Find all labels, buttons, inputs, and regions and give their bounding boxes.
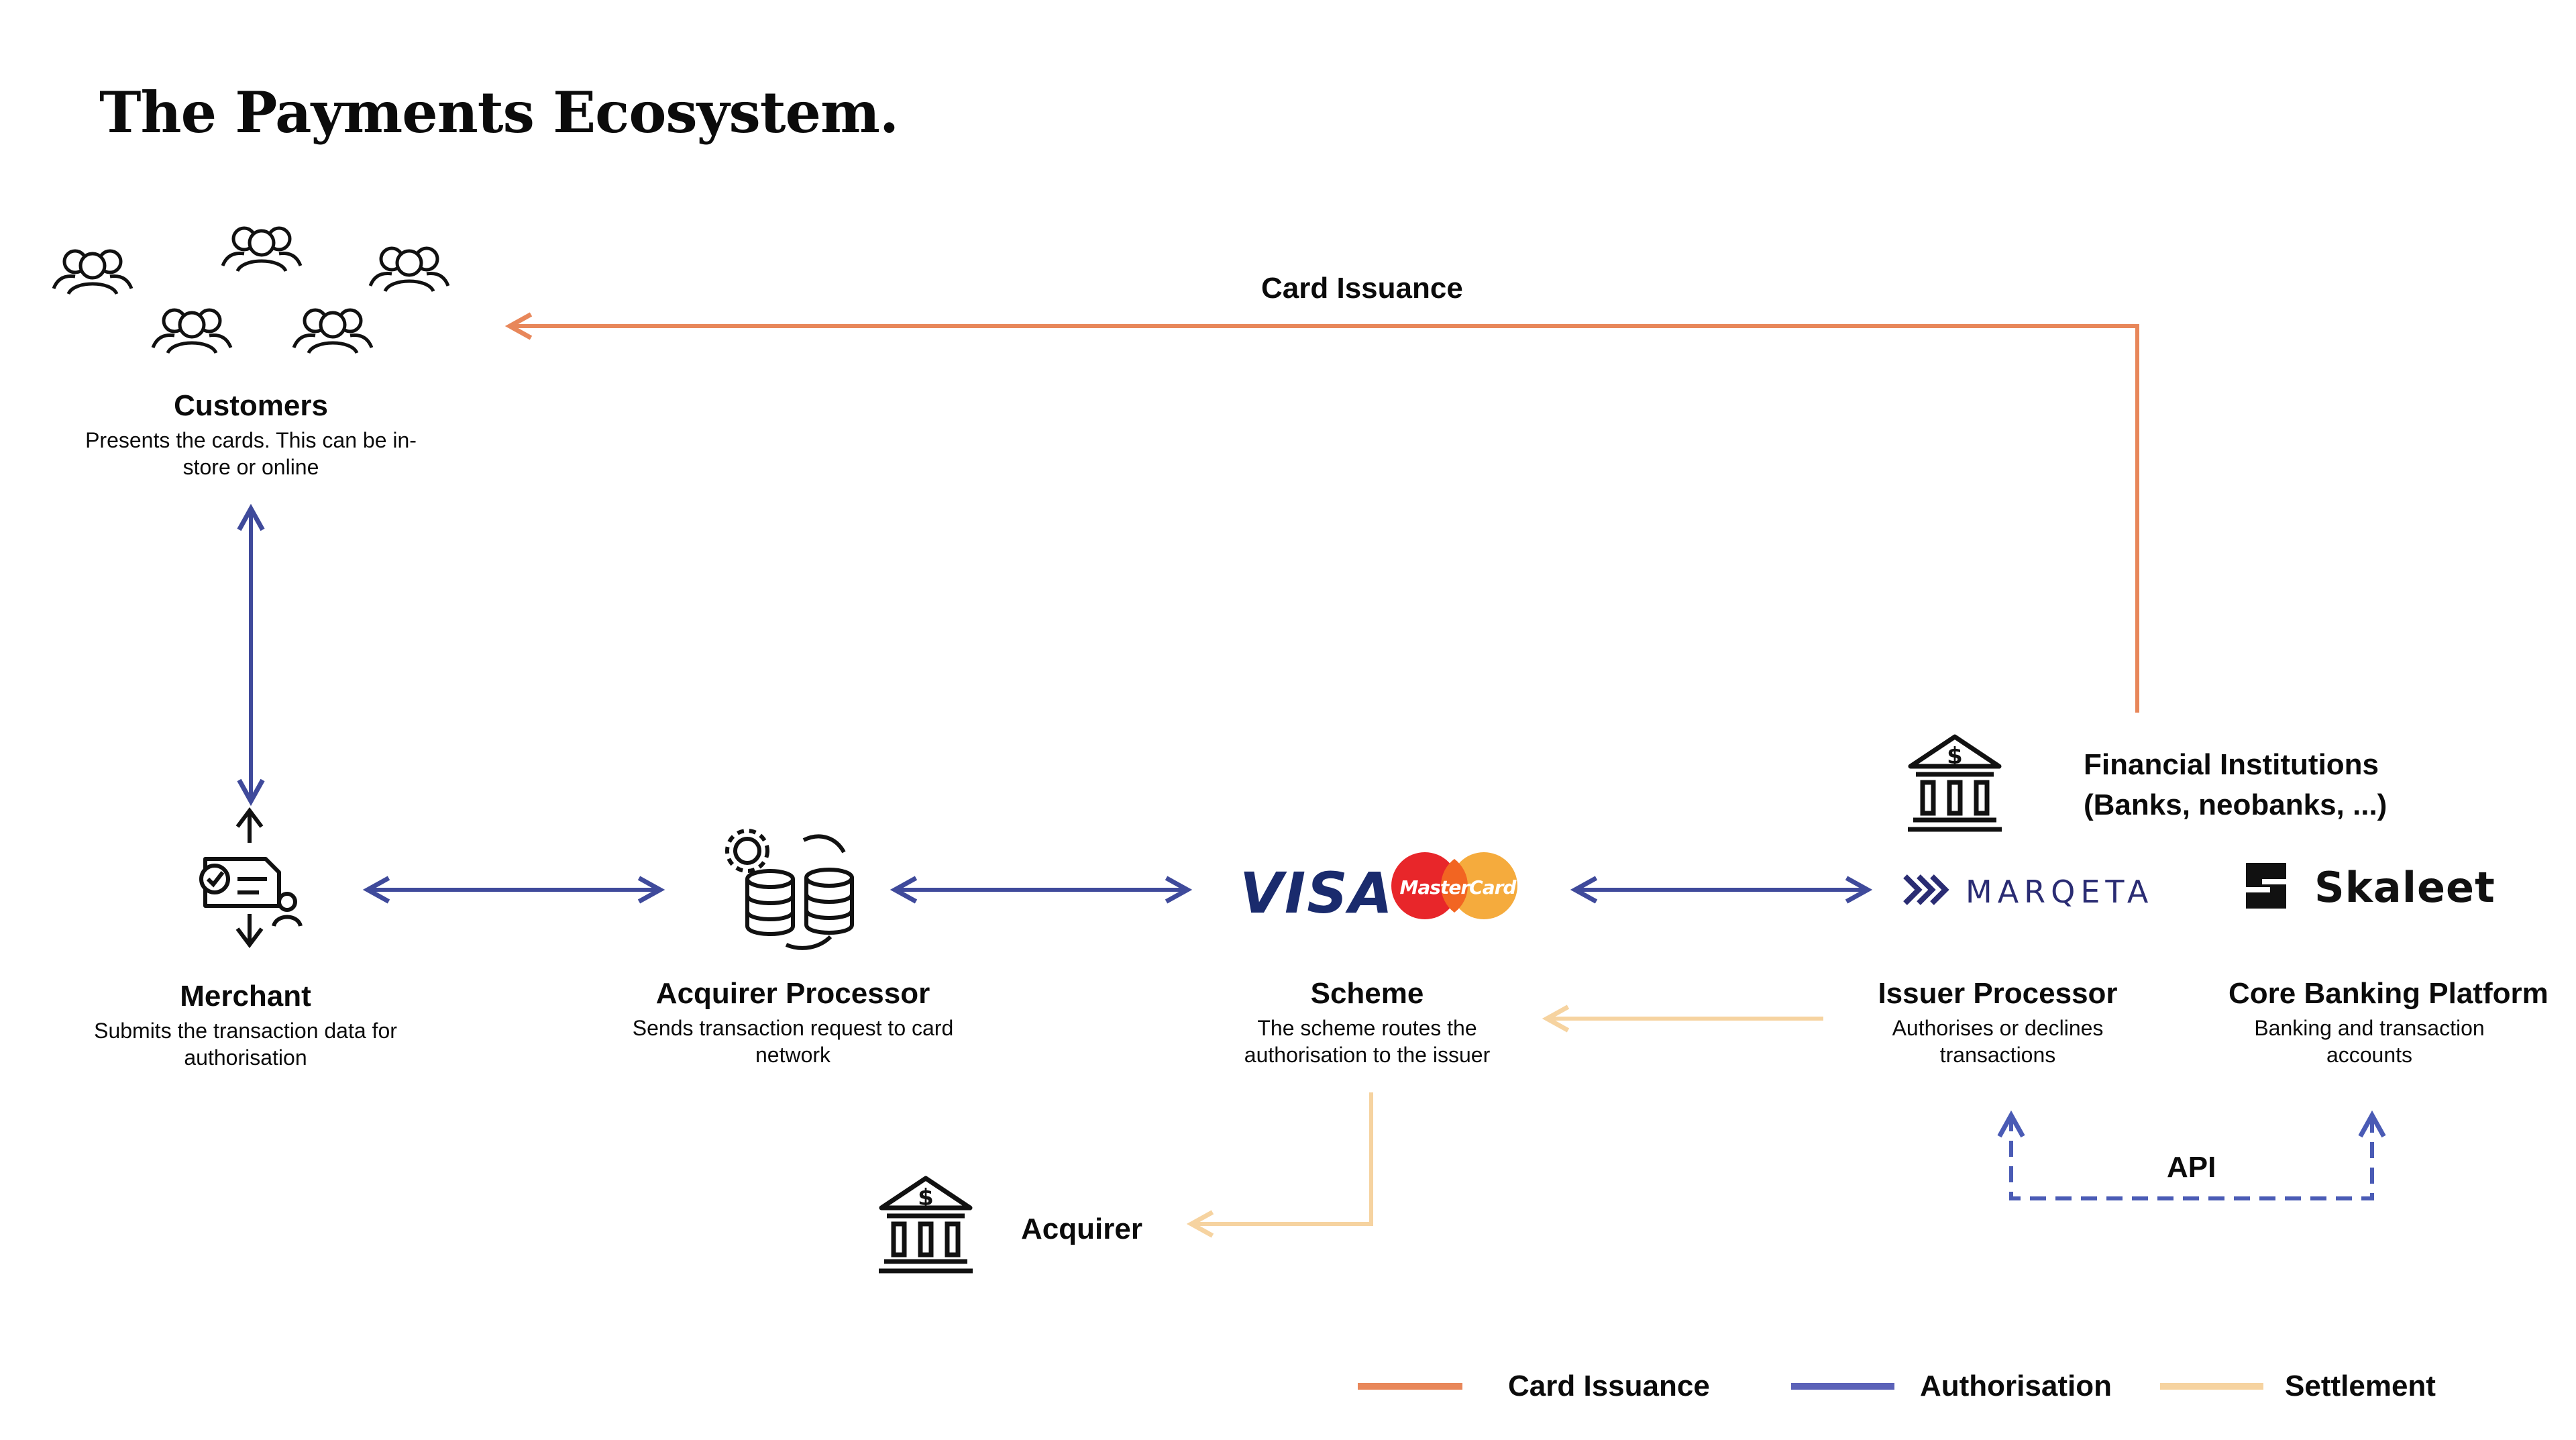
acquirer-processor-heading: Acquirer Processor [655,977,930,1010]
acquirer-processor-subtitle: Sends transaction request to card networ… [632,1016,954,1067]
legend-label-settlement: Settlement [2285,1370,2436,1402]
customers-node: Customers Presents the cards. This can b… [76,388,425,480]
marqeta-logo: MARQETA [1966,874,2154,910]
scheme-heading: Scheme [1310,977,1424,1010]
core-banking-heading: Core Banking Platform [2229,977,2548,1010]
core-banking-subtitle: Banking and transaction accounts [2254,1016,2485,1067]
customers-subtitle: Presents the cards. This can be in-store… [85,428,417,479]
merchant-subtitle: Submits the transaction data for authori… [94,1019,397,1070]
api-edge [2011,1115,2372,1200]
customers-heading: Customers [174,389,328,422]
merchant-heading: Merchant [180,980,311,1013]
people-group-icon [54,228,448,353]
page-title: The Payments Ecosystem. [99,79,899,146]
gear-coins-icon [725,829,854,950]
core-banking-node: Core Banking Platform Banking and transa… [2229,976,2548,1068]
mastercard-logo-text: MasterCard [1399,876,1517,898]
financial-institutions-subheading: (Banks, neobanks, ...) [2084,788,2387,821]
acquirer-processor-node: Acquirer Processor Sends transaction req… [625,976,961,1068]
legend-label-authorisation: Authorisation [1920,1370,2112,1402]
scheme-node: Scheme The scheme routes the authorisati… [1199,976,1535,1068]
scheme-acquirer-settlement-edge [1191,1092,1373,1224]
scheme-subtitle: The scheme routes the authorisation to t… [1244,1016,1491,1067]
acquirer-bank-icon [879,1178,973,1271]
bank-icon [1908,737,2002,829]
skaleet-logo: Skaleet [2314,863,2496,912]
merchant-icon [199,807,303,948]
acquirer-heading: Acquirer [1021,1213,1142,1245]
financial-institutions-heading: Financial Institutions [2084,748,2379,781]
skaleet-mark-icon [2246,863,2286,909]
marqeta-mark-icon [1903,874,1949,905]
card-issuance-edge [510,326,2139,713]
card-issuance-edge-label: Card Issuance [1261,272,1463,305]
issuer-processor-node: Issuer Processor Authorises or declines … [1857,976,2139,1068]
issuer-processor-heading: Issuer Processor [1878,977,2118,1010]
mastercard-logo [1391,852,1517,919]
api-edge-label: API [2167,1151,2216,1184]
visa-logo: VISA [1240,860,1394,926]
legend-label-card-issuance: Card Issuance [1508,1370,1710,1402]
issuer-processor-subtitle: Authorises or declines transactions [1892,1016,2104,1067]
merchant-node: Merchant Submits the transaction data fo… [85,978,407,1071]
